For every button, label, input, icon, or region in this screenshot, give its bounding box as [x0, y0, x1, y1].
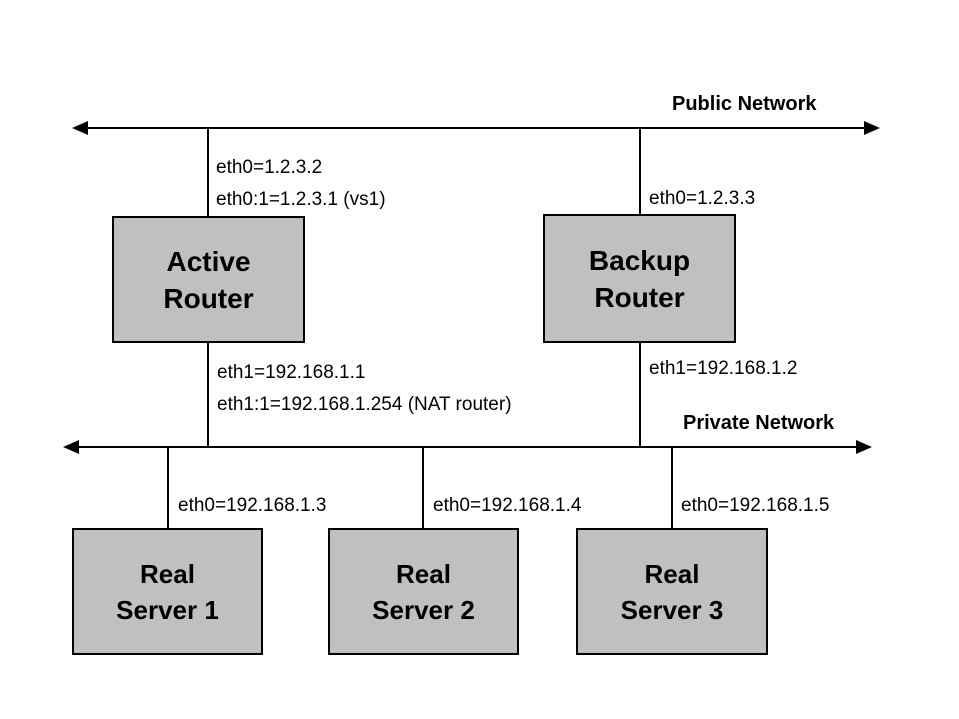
real-server-1-label-line1: Real — [140, 558, 195, 589]
backup-router-node: Backup Router — [543, 214, 736, 343]
real-server-2-label-line2: Server 2 — [372, 594, 475, 625]
connector-real-server-3-private — [671, 447, 673, 528]
real-server-2-eth0-label: eth0=192.168.1.4 — [433, 495, 582, 516]
real-server-2-node: Real Server 2 — [328, 528, 519, 655]
public-network-arrowhead-left-icon — [72, 121, 88, 135]
backup-router-label-line2: Router — [594, 281, 685, 313]
private-network-arrowhead-left-icon — [63, 440, 79, 454]
public-network-line — [84, 127, 866, 129]
private-network-line — [76, 446, 858, 448]
real-server-1-eth0-label: eth0=192.168.1.3 — [178, 495, 327, 516]
active-router-eth0-alias-label: eth0:1=1.2.3.1 (vs1) — [216, 189, 386, 210]
backup-router-label-line1: Backup — [588, 244, 691, 276]
real-server-3-node: Real Server 3 — [576, 528, 768, 655]
active-router-node: Active Router — [112, 216, 305, 343]
backup-router-eth0-label: eth0=1.2.3.3 — [649, 188, 756, 209]
connector-real-server-1-private — [167, 447, 169, 528]
active-router-label-line1: Active — [166, 245, 251, 277]
active-router-eth1-alias-label: eth1:1=192.168.1.254 (NAT router) — [217, 394, 512, 415]
backup-router-eth1-label: eth1=192.168.1.2 — [649, 358, 798, 379]
private-network-arrowhead-right-icon — [856, 440, 872, 454]
connector-backup-router-public — [639, 128, 641, 214]
real-server-1-label-line2: Server 1 — [116, 594, 219, 625]
connector-backup-router-private — [639, 343, 641, 447]
public-network-arrowhead-right-icon — [864, 121, 880, 135]
private-network-title: Private Network — [683, 412, 835, 434]
connector-active-router-public — [207, 128, 209, 216]
active-router-eth1-label: eth1=192.168.1.1 — [217, 362, 366, 383]
active-router-eth0-label: eth0=1.2.3.2 — [216, 157, 323, 178]
active-router-label-line2: Router — [163, 282, 254, 314]
real-server-2-label-line1: Real — [396, 558, 451, 589]
public-network-title: Public Network — [672, 93, 817, 115]
connector-real-server-2-private — [422, 447, 424, 528]
real-server-1-node: Real Server 1 — [72, 528, 263, 655]
real-server-3-eth0-label: eth0=192.168.1.5 — [681, 495, 830, 516]
real-server-3-label-line1: Real — [644, 558, 700, 589]
real-server-3-label-line2: Server 3 — [620, 594, 724, 625]
connector-active-router-private — [207, 343, 209, 447]
